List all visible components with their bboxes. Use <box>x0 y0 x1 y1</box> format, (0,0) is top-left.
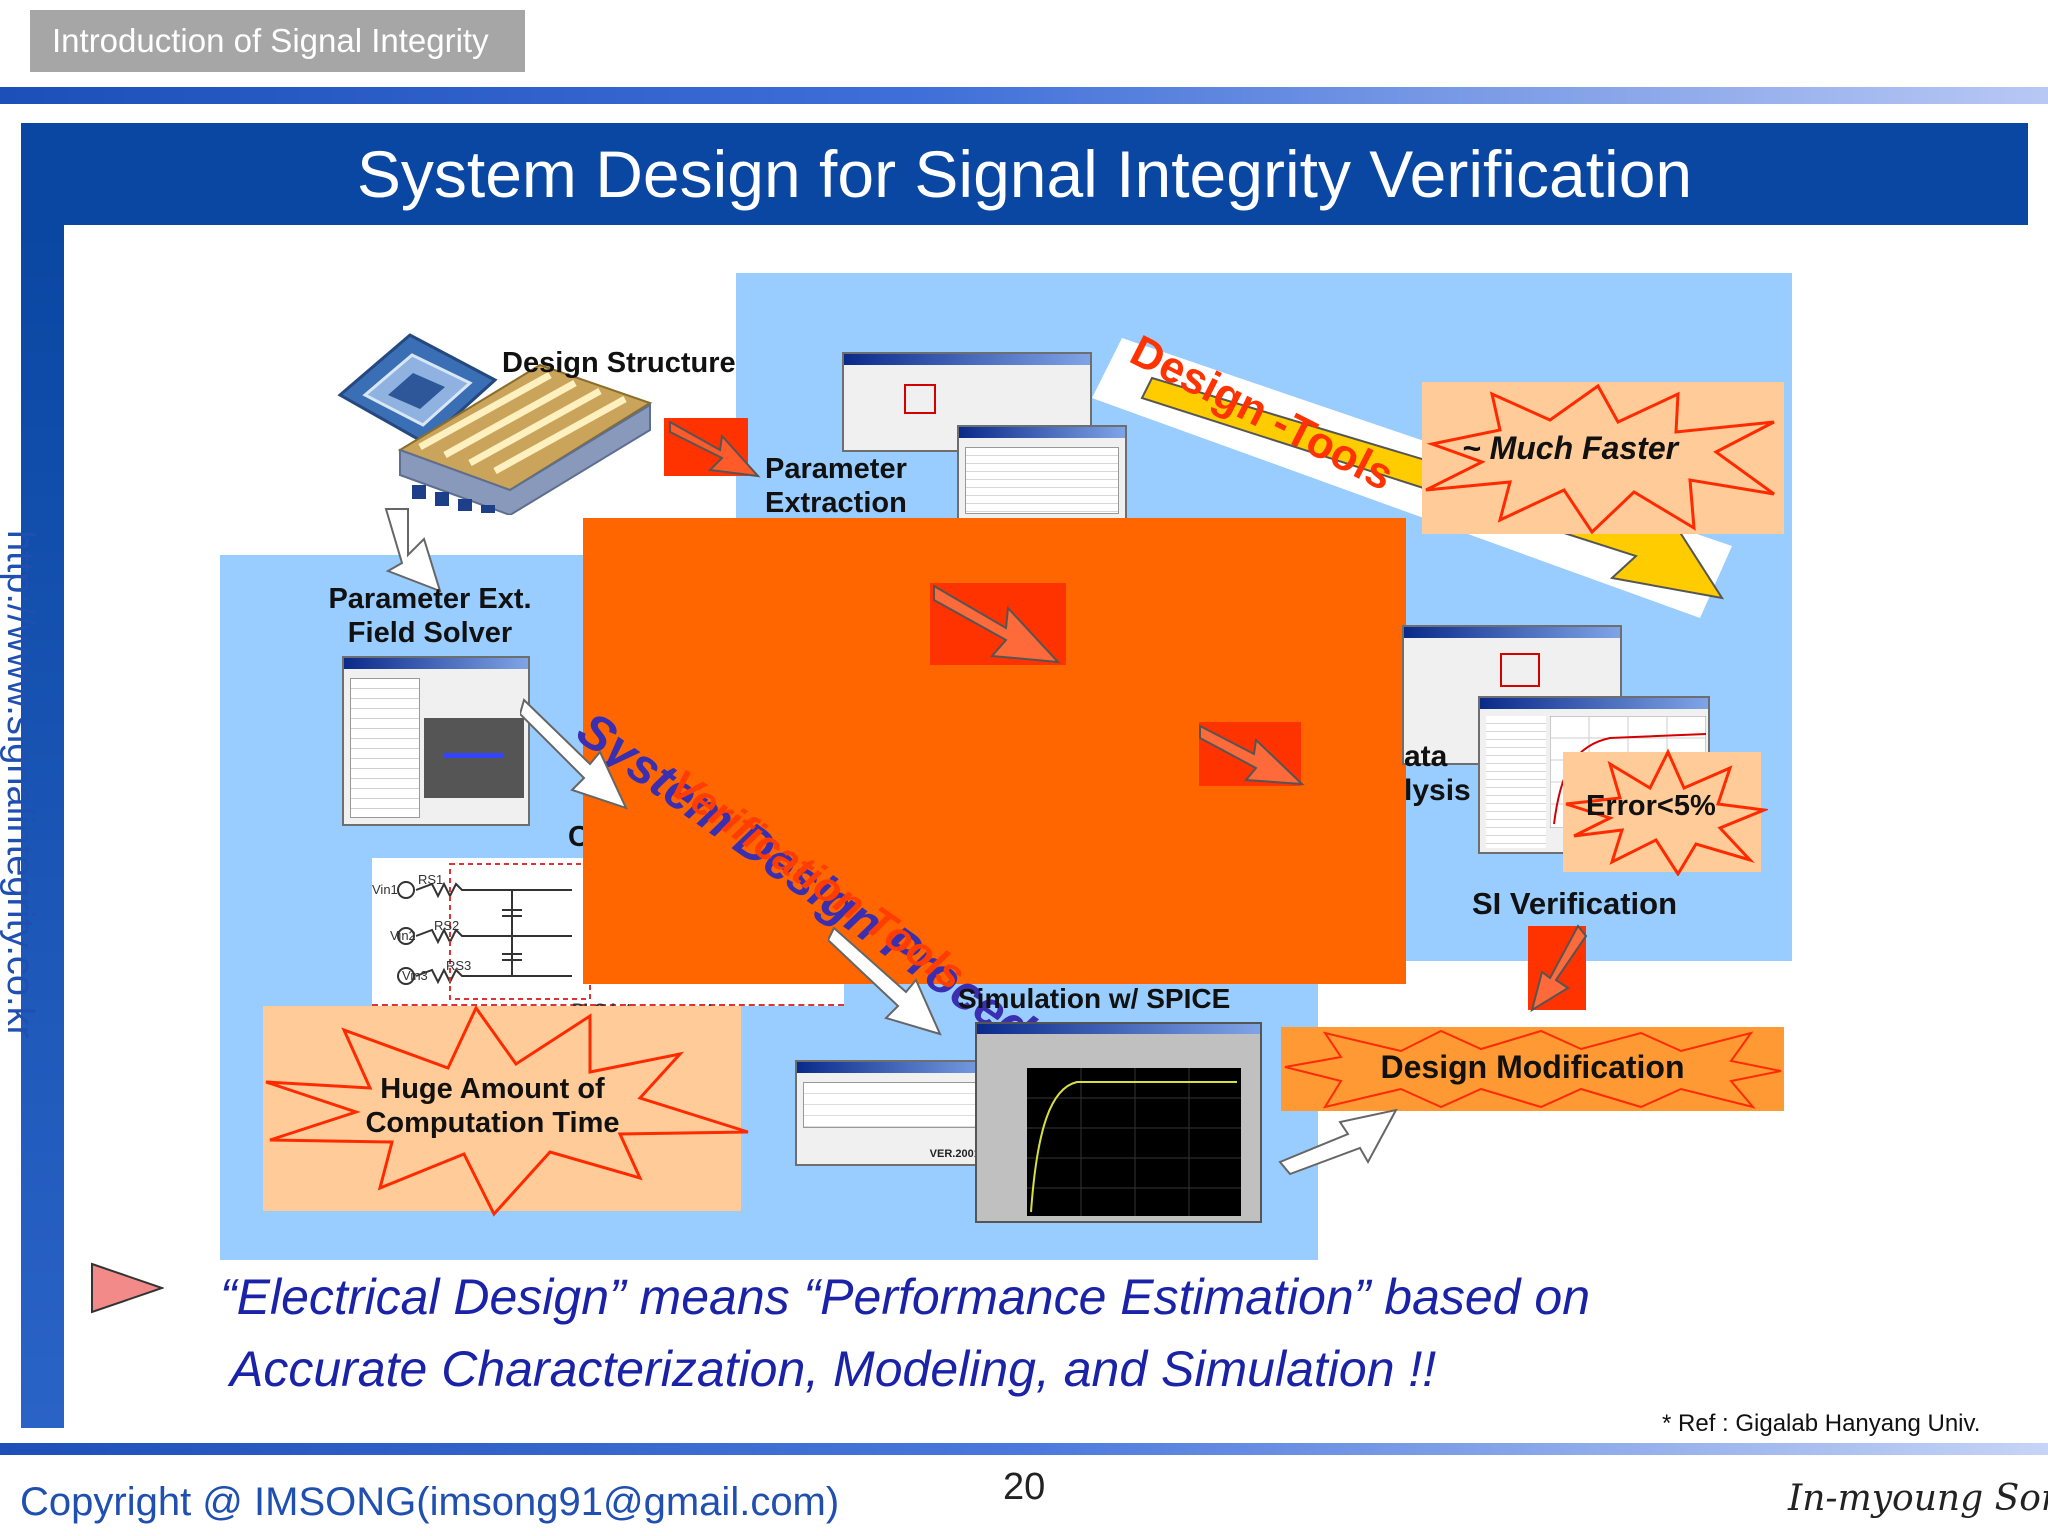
page-number: 20 <box>1003 1466 1046 1508</box>
spice-launcher-window: VER.2001.2 <box>795 1060 997 1166</box>
much-faster-text: ~ Much Faster <box>1462 430 1679 466</box>
spice-waveform-window <box>975 1022 1262 1223</box>
chip-structure-illustration <box>337 333 653 515</box>
flow-arrow-down-icon <box>384 508 442 593</box>
error-text: Error<5% <box>1586 790 1716 822</box>
overlay-arrow-2-icon <box>1199 724 1305 786</box>
bullet-triangle-icon <box>91 1262 164 1314</box>
author-name: In-myoung Song <box>1788 1478 2048 1519</box>
label-parameter-extraction: Parameter Extraction <box>765 453 907 519</box>
label-design-structure: Design Structure <box>502 347 736 379</box>
error-starburst-icon <box>1565 748 1768 876</box>
label-simulation-spice: Simulation w/ SPICE <box>958 983 1231 1014</box>
circuit-label-rs1: RS1 <box>418 872 444 887</box>
slide-title: System Design for Signal Integrity Verif… <box>356 137 1693 211</box>
label-si-verification: SI Verification <box>1472 886 1678 921</box>
flow-arrow-1-icon <box>669 420 761 478</box>
computation-time-text: Huge Amount of Computation Time <box>365 1073 620 1139</box>
footer-bar <box>0 1443 2048 1455</box>
circuit-label-rs2: RS2 <box>434 918 460 933</box>
overlay-arrow-1-icon <box>933 584 1061 664</box>
side-url: http://www.signalintegrity.co.kr <box>0 530 41 1039</box>
flow-arrow-spice-icon <box>828 926 942 1036</box>
top-gradient-bar <box>0 87 2048 104</box>
circuit-label-vin2: Vin2 <box>390 928 416 943</box>
label-data-analysis-partial: ata lysis <box>1404 740 1471 807</box>
label-parameter-ext-field-solver: Parameter Ext. Field Solver <box>328 583 532 649</box>
title-bar <box>21 123 2028 225</box>
statement-line-2: Accurate Characterization, Modeling, and… <box>230 1341 1437 1397</box>
spice-version-label: VER.2001.2 <box>929 1148 989 1160</box>
reference-note: * Ref : Gigalab Hanyang Univ. <box>1662 1410 1981 1437</box>
flow-arrow-diagonal-icon <box>520 698 628 810</box>
flow-arrow-si-icon <box>1530 924 1588 1013</box>
design-modification-burst-icon <box>1284 1029 1782 1109</box>
circuit-label-vin1: Vin1 <box>372 882 398 897</box>
circuit-label-vin3: Vin3 <box>402 968 428 983</box>
circuit-label-rs3: RS3 <box>446 958 472 973</box>
flow-arrow-up-right-icon <box>1278 1108 1398 1176</box>
computation-starburst-icon <box>265 1005 749 1217</box>
section-tag: Introduction of Signal Integrity <box>30 10 525 72</box>
tool-window-parameter-table <box>957 425 1127 522</box>
field-solver-window <box>342 656 530 826</box>
statement-line-1: “Electrical Design” means “Performance E… <box>220 1269 1590 1325</box>
side-strip <box>21 225 64 1428</box>
much-faster-starburst-icon <box>1425 383 1775 534</box>
copyright: Copyright @ IMSONG(imsong91@gmail.com) <box>20 1480 840 1524</box>
design-modification-text: Design Modification <box>1380 1049 1685 1085</box>
